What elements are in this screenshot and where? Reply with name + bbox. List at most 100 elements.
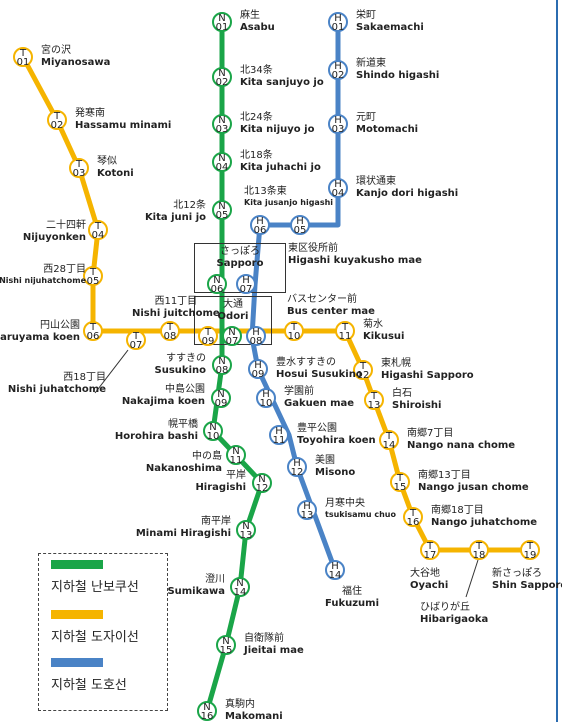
station-line-letter: H (256, 216, 264, 227)
station-line-letter: T (89, 267, 97, 278)
station-number: 13 (300, 510, 314, 521)
station-line-letter: T (396, 473, 404, 484)
station-number: 02 (50, 120, 64, 131)
station-number: 10 (259, 398, 273, 409)
station-name-en: Kita jusanjo higashi (244, 197, 334, 207)
station-number: 01 (215, 22, 229, 33)
legend-item-toho: 지하철 도호선 (51, 658, 161, 693)
station-number: 11 (229, 455, 243, 466)
station-number: 06 (86, 331, 100, 342)
station-line-letter: T (385, 431, 393, 442)
station-name-en: Nishi juhatchome (7, 383, 106, 395)
station-line-letter: T (426, 541, 434, 552)
station-name-ja: 麻生 (240, 10, 260, 21)
station-name-ja: 真駒内 (225, 699, 255, 710)
station-line-letter: N (258, 474, 266, 485)
station-number: 02 (215, 77, 229, 88)
station-name-en: Hiragishi (195, 481, 246, 493)
station-name-ja: 平岸 (226, 470, 246, 481)
station-line-letter: H (334, 179, 342, 190)
station-name-ja: 南郷7丁目 (407, 428, 454, 439)
station-name-ja: 北24条 (240, 112, 273, 123)
station-line-letter: T (132, 331, 140, 342)
station-name-en: Sumikawa (167, 585, 225, 597)
station-name-ja: バスセンター前 (287, 294, 357, 305)
station-name-en: Higashi kuyakusho mae (288, 254, 422, 266)
station-number: 08 (249, 336, 263, 347)
station-number: 12 (255, 483, 269, 494)
station-number: 14 (382, 440, 396, 451)
station-number: 16 (200, 711, 214, 722)
interchange-name-ja: さっぽろ (220, 246, 260, 257)
legend-label-namboku: 지하철 난보쿠선 (51, 580, 139, 595)
station-line-letter: N (217, 389, 225, 400)
station-line-letter: N (218, 68, 226, 79)
station-name-ja: 月寒中央 (325, 498, 365, 509)
station-name-ja: 発寒南 (75, 108, 105, 119)
station-line-letter: N (209, 422, 217, 433)
station-line-letter: T (409, 508, 417, 519)
station-name-ja: 西11丁目 (154, 296, 198, 307)
interchange-name-ja: 大通 (223, 299, 243, 310)
station-number: 14 (328, 570, 342, 581)
station-number: 15 (393, 482, 407, 493)
